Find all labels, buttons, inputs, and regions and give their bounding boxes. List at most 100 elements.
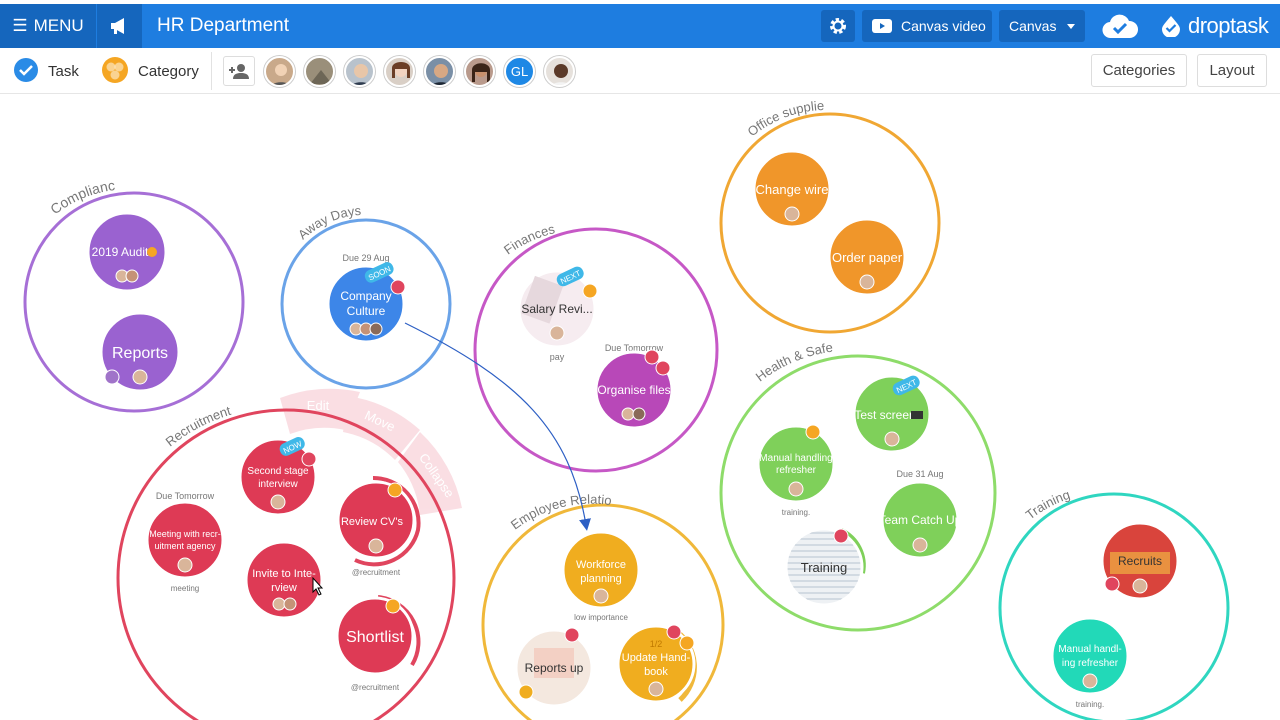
canvas[interactable]: Compliance 2019 Audit Reports Away Days … — [0, 95, 1280, 720]
task-title: Organise files — [597, 383, 670, 397]
flag-icon — [644, 349, 660, 365]
lightning-icon — [387, 482, 403, 498]
task-change-wire[interactable]: Change wire — [752, 149, 832, 229]
task-2019-audit[interactable]: 2019 Audit — [86, 211, 168, 293]
lightning-icon — [301, 451, 317, 467]
logo-text: droptask — [1188, 13, 1269, 38]
task-workforce-planning[interactable]: Workforce planning — [561, 530, 641, 610]
view-dropdown-label: Canvas — [1009, 18, 1057, 34]
menu-label: MENU — [33, 16, 84, 35]
task-title: Manual handling — [759, 453, 832, 464]
task-manual-handling[interactable]: Manual handling refresher — [756, 424, 836, 504]
task-order-paper[interactable]: Order paper — [827, 217, 907, 297]
category-title: Office supplies — [0, 95, 824, 139]
add-category-tool[interactable]: Category — [100, 56, 199, 86]
task-title: Workforce — [576, 559, 626, 571]
category-finances[interactable]: Finances Salary Revi... NEXT pay Due Tom… — [473, 221, 719, 473]
task-tool-label: Task — [48, 62, 79, 80]
avatar[interactable] — [264, 56, 295, 87]
task-organise-files[interactable]: Organise files — [594, 349, 674, 430]
avatar[interactable] — [424, 56, 455, 87]
task-invite-to-interview[interactable]: Invite to Inte- rview — [244, 540, 324, 620]
category-office-supplies[interactable]: Office supplies Change wire Order paper — [0, 95, 941, 334]
lightning-icon — [805, 424, 821, 440]
settings-button[interactable] — [821, 10, 855, 42]
due-date: Due 31 Aug — [896, 469, 943, 479]
add-user-icon — [229, 64, 249, 79]
emoji-icon — [147, 247, 157, 257]
task-review-cvs[interactable]: Review CV's — [336, 475, 421, 567]
flag-icon — [385, 598, 401, 614]
cloud-sync-icon[interactable] — [1102, 14, 1138, 40]
due-date: Due 29 Aug — [342, 253, 389, 263]
task-title: Reports up — [525, 661, 584, 675]
task-company-culture[interactable]: Company Culture SOON — [326, 260, 406, 344]
menu-button[interactable]: ☰ MENU — [0, 4, 96, 48]
avatar[interactable] — [544, 56, 575, 87]
hamburger-icon: ☰ — [12, 16, 28, 35]
announcements-button[interactable] — [96, 4, 142, 48]
task-manual-handing-refresher[interactable]: Manual handl- ing refresher — [1050, 616, 1130, 696]
edit-menu-item[interactable]: Edit — [307, 398, 330, 413]
task-title: Review CV's — [341, 516, 404, 528]
task-title: planning — [580, 573, 622, 585]
canvas-video-label: Canvas video — [901, 18, 986, 34]
gear-icon — [830, 18, 846, 34]
avatar[interactable] — [344, 56, 375, 87]
category-compliance[interactable]: Compliance 2019 Audit Reports — [0, 95, 245, 413]
task-note: training. — [1076, 700, 1104, 709]
task-title: Training — [801, 560, 847, 575]
task-title: refresher — [776, 465, 817, 476]
avatar-initials[interactable]: GL — [504, 56, 535, 87]
task-title: Meeting with recr- — [149, 529, 221, 539]
task-title: rview — [271, 582, 297, 594]
task-training[interactable]: Training — [784, 527, 866, 607]
add-user-button[interactable] — [223, 56, 255, 86]
task-shortlist[interactable]: Shortlist — [335, 595, 421, 676]
task-update-handbook[interactable]: 1/2 Update Hand- book — [616, 624, 697, 704]
lightning-icon — [679, 635, 695, 651]
task-note: meeting — [171, 584, 199, 593]
view-dropdown[interactable]: Canvas — [999, 10, 1085, 42]
task-meeting-recruitment-agency[interactable]: Meeting with recr- uitment agency — [145, 500, 225, 580]
task-title: interview — [258, 479, 298, 490]
avatar[interactable] — [384, 56, 415, 87]
task-second-stage-interview[interactable]: Second stage interview NOW — [238, 435, 318, 517]
task-test-screen[interactable]: Test screen NEXT — [852, 374, 932, 454]
category-away-days[interactable]: Away Days Due 29 Aug Company Culture SOO… — [280, 203, 452, 390]
task-title: Team Catch Up — [879, 513, 962, 527]
task-title: Recruits — [1118, 554, 1162, 568]
layout-button[interactable]: Layout — [1197, 54, 1267, 87]
task-progress: 1/2 — [650, 639, 663, 649]
task-title: Manual handl- — [1058, 644, 1121, 655]
categories-button[interactable]: Categories — [1091, 54, 1187, 87]
task-reports-up[interactable]: Reports up — [514, 627, 594, 708]
droptask-logo: droptask — [1160, 10, 1269, 42]
task-recruits[interactable]: Recruits — [1100, 521, 1180, 601]
task-title: 2019 Audit — [92, 245, 149, 259]
toolbar: Task Category GL Categories Layout — [0, 48, 1280, 94]
task-salary-review[interactable]: Salary Revi... NEXT — [517, 265, 598, 349]
task-team-catch-up[interactable]: Team Catch Up — [879, 480, 962, 560]
svg-text:Office supplies: Office supplies — [0, 95, 824, 139]
due-date: Due Tomorrow — [605, 343, 664, 353]
task-title: Test screen — [854, 408, 915, 422]
category-recruitment[interactable]: Recruitment Second stage interview NOW D… — [116, 403, 456, 720]
task-title: Update Hand- — [622, 652, 691, 664]
top-bar: ☰ MENU HR Department Canvas video Canvas… — [0, 4, 1280, 48]
play-video-icon — [872, 19, 892, 33]
category-training[interactable]: Training Recruits Manual handl- ing refr… — [998, 487, 1230, 720]
flag-icon — [390, 279, 406, 295]
attachment-icon — [104, 369, 120, 385]
droptask-logo-icon — [1162, 16, 1180, 37]
canvas-video-button[interactable]: Canvas video — [862, 10, 992, 42]
add-task-tool[interactable]: Task — [12, 56, 79, 86]
avatar[interactable] — [304, 56, 335, 87]
task-reports[interactable]: Reports — [99, 311, 181, 393]
task-title: Salary Revi... — [521, 302, 592, 316]
avatar[interactable] — [464, 56, 495, 87]
dependency-arrow[interactable] — [404, 322, 591, 531]
flag-icon — [564, 627, 580, 643]
category-dots-icon — [102, 57, 128, 83]
task-title: Shortlist — [346, 629, 404, 646]
